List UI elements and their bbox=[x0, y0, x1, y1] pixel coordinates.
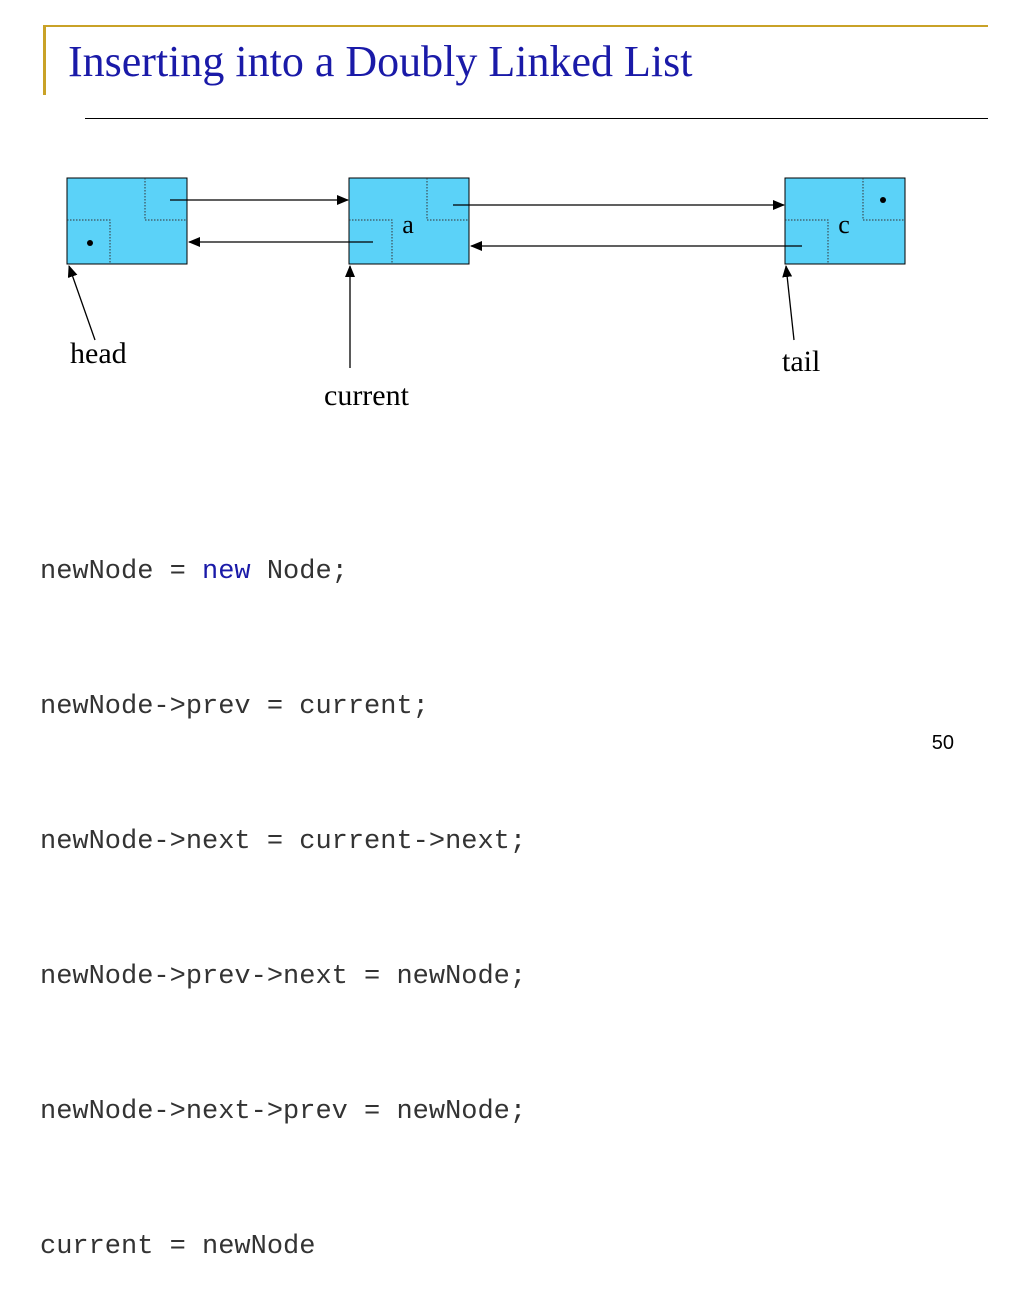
head-pointer-arrow bbox=[67, 265, 96, 341]
code-line-5: newNode->next->prev = newNode; bbox=[40, 1097, 527, 1127]
null-pointer-dot bbox=[880, 197, 886, 203]
list-node-a: a bbox=[348, 177, 470, 265]
null-pointer-dot bbox=[87, 240, 93, 246]
title-divider bbox=[85, 118, 988, 119]
tail-label: tail bbox=[782, 345, 820, 378]
code-line-1: newNode = new Node; bbox=[40, 550, 526, 595]
code-line-1-start: newNode = bbox=[40, 557, 203, 587]
slide-title: Inserting into a Doubly Linked List bbox=[68, 37, 693, 86]
list-node-c: c bbox=[784, 177, 906, 265]
current-label: current bbox=[324, 379, 410, 412]
keyword-new: new bbox=[202, 557, 251, 587]
accent-vertical-bar bbox=[43, 25, 46, 95]
linked-list-diagram: a c head current tail bbox=[66, 177, 906, 412]
page-number: 50 bbox=[931, 732, 954, 754]
code-line-1-end: Node; bbox=[250, 557, 348, 587]
list-node-head bbox=[66, 177, 188, 265]
code-line-4: newNode->prev->next = newNode; bbox=[40, 962, 527, 992]
tail-pointer-arrow bbox=[782, 265, 795, 341]
head-label: head bbox=[70, 337, 127, 370]
node-value-a: a bbox=[402, 210, 414, 239]
accent-horizontal-bar bbox=[43, 25, 988, 27]
code-block: newNode = new Node; newNode->prev = curr… bbox=[40, 460, 526, 1315]
code-line-6: current = newNode bbox=[40, 1232, 316, 1262]
node-value-c: c bbox=[838, 210, 850, 239]
code-line-3: newNode->next = current->next; bbox=[40, 827, 527, 857]
code-line-2: newNode->prev = current; bbox=[40, 692, 429, 722]
